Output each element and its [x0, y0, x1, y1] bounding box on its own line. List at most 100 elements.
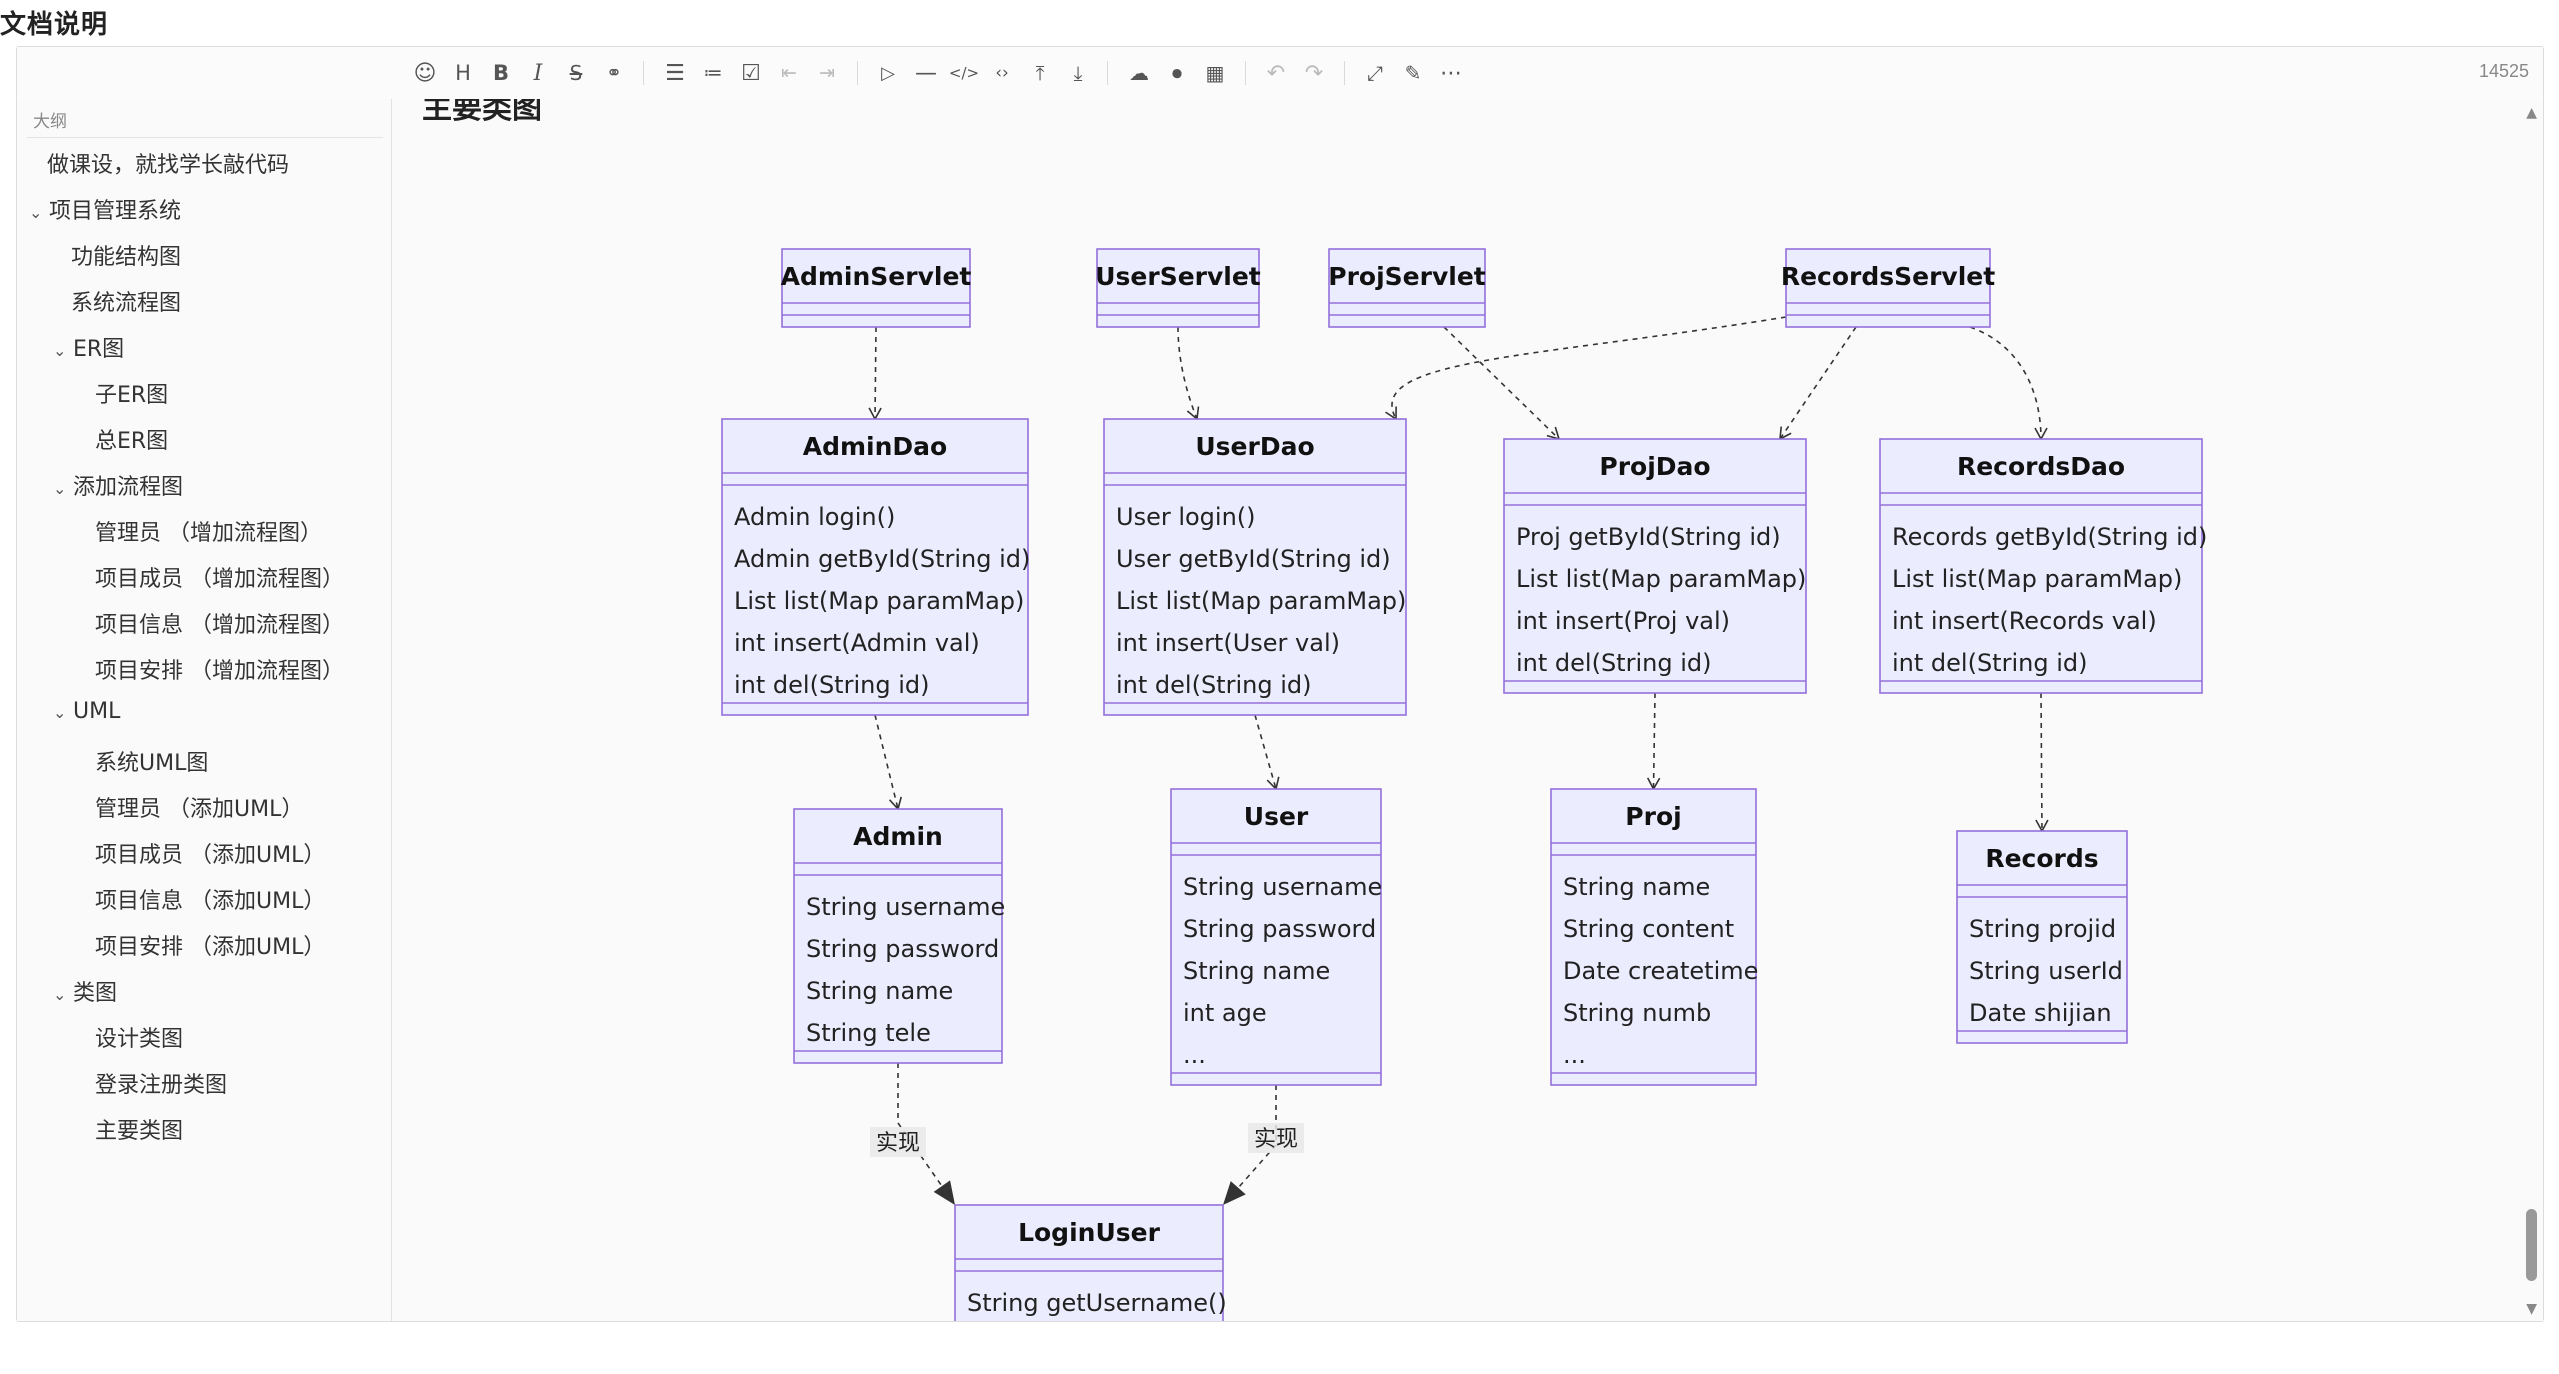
class-member: int insert(Admin val)	[734, 629, 980, 657]
code-icon[interactable]: </>	[948, 64, 980, 82]
class-member: ...	[1183, 1041, 1206, 1069]
outline-item[interactable]: 子ER图	[95, 377, 168, 409]
dependency-edge	[2035, 692, 2049, 833]
more-icon[interactable]: ⋯	[1440, 60, 1462, 86]
class-member: List list(Map paramMap)	[734, 587, 1024, 615]
class-name: AdminDao	[803, 432, 947, 461]
dependency-edge	[1779, 326, 1857, 441]
outline-panel: 大纲 做课设，就找学长敲代码⌄项目管理系统功能结构图系统流程图⌄ER图子ER图总…	[17, 99, 392, 1321]
insert-after-icon[interactable]: ⤓	[1073, 61, 1083, 85]
class-member: int age	[1183, 999, 1267, 1027]
class-member: ...	[1563, 1041, 1586, 1069]
upload-icon[interactable]: ☁	[1129, 61, 1149, 85]
class-name: RecordsDao	[1957, 452, 2125, 481]
outline-item-label: 设计类图	[95, 1027, 184, 1052]
class-member: String tele	[806, 1019, 931, 1047]
outline-item[interactable]: 系统流程图	[71, 285, 181, 317]
outline-item[interactable]: 管理员 （添加UML）	[95, 791, 303, 823]
class-box: UserServlet	[1095, 248, 1261, 328]
redo-icon[interactable]: ↷	[1304, 60, 1324, 86]
outline-item[interactable]: 做课设，就找学长敲代码	[47, 147, 289, 179]
outline-item[interactable]: ⌄添加流程图	[53, 469, 183, 501]
outline-item[interactable]: 登录注册类图	[95, 1067, 227, 1099]
bold-icon[interactable]: B	[492, 61, 509, 85]
class-box-frame	[954, 1204, 1224, 1321]
outline-item[interactable]: ⌄UML	[53, 699, 120, 724]
outline-item[interactable]: 项目信息 （添加UML）	[95, 883, 325, 915]
strike-icon[interactable]: S	[569, 61, 583, 85]
table-icon[interactable]: ▦	[1205, 61, 1225, 85]
quote-icon[interactable]: ▷	[881, 62, 895, 84]
edit-mode-icon[interactable]: ✎	[1404, 61, 1422, 85]
chevron-down-icon[interactable]: ⌄	[53, 703, 67, 722]
record-icon[interactable]: ⏺	[1172, 61, 1182, 85]
outline-item[interactable]: 项目成员 （增加流程图）	[95, 561, 344, 593]
class-member: List list(Map paramMap)	[1892, 565, 2182, 593]
outline-item[interactable]: 管理员 （增加流程图）	[95, 515, 322, 547]
chevron-down-icon[interactable]: ⌄	[53, 985, 67, 1004]
scrollbar[interactable]: ▲ ▼	[2521, 99, 2543, 1321]
outdent-icon[interactable]: ⇤	[781, 62, 797, 84]
outline-item[interactable]: ⌄项目管理系统	[29, 193, 181, 225]
class-member: Records getById(String id)	[1892, 523, 2207, 551]
outline-item[interactable]: 总ER图	[95, 423, 168, 455]
section-title: 主要类图	[422, 99, 542, 126]
class-member: String userId	[1969, 957, 2123, 985]
dependency-edge	[868, 326, 882, 421]
scroll-up-icon[interactable]: ▲	[2526, 105, 2537, 121]
undo-icon[interactable]: ↶	[1266, 60, 1286, 86]
list-icon[interactable]: ☰	[665, 60, 685, 86]
outline-item-label: ER图	[73, 337, 125, 362]
emoji-icon[interactable]: ☺	[413, 60, 437, 86]
outline-item[interactable]: 主要类图	[95, 1113, 183, 1145]
insert-before-icon[interactable]: ⤒	[1035, 61, 1045, 85]
class-box-frame	[1503, 438, 1807, 694]
check-icon[interactable]: ☑	[741, 60, 761, 86]
scroll-down-icon[interactable]: ▼	[2526, 1301, 2537, 1317]
class-name: AdminServlet	[781, 262, 972, 291]
outline-item-label: 主要类图	[95, 1119, 184, 1144]
link-icon[interactable]: ⚭	[606, 62, 622, 84]
outline-item-label: 项目安排 （添加UML）	[95, 935, 326, 960]
class-member: int del(String id)	[734, 671, 929, 699]
heading-icon[interactable]: H	[455, 61, 471, 85]
outline-item[interactable]: 设计类图	[95, 1021, 183, 1053]
inline-code-icon[interactable]: ‹›	[995, 63, 1009, 83]
ordered-list-icon[interactable]: ≔	[703, 62, 723, 84]
outline-item[interactable]: ⌄ ER图	[53, 331, 124, 363]
outline-item-label: 类图	[73, 981, 118, 1006]
chevron-down-icon[interactable]: ⌄	[53, 479, 67, 498]
outline-item[interactable]: ⌄ 类图	[53, 975, 117, 1007]
class-box-frame	[1170, 788, 1382, 1086]
outline-item-label: 系统UML图	[95, 751, 209, 776]
class-member: String getUsername()	[967, 1289, 1227, 1317]
class-member: int insert(Proj val)	[1516, 607, 1730, 635]
chevron-down-icon[interactable]: ⌄	[53, 341, 67, 360]
outline-item[interactable]: 项目成员 （添加UML）	[95, 837, 325, 869]
outline-item[interactable]: 功能结构图	[71, 239, 181, 271]
fullscreen-icon[interactable]: ⤢	[1367, 61, 1383, 85]
line-icon[interactable]: —	[915, 60, 937, 86]
outline-item[interactable]: 项目信息 （增加流程图）	[95, 607, 344, 639]
class-box-frame	[781, 248, 971, 328]
italic-icon[interactable]: I	[533, 60, 543, 86]
indent-icon[interactable]: ⇥	[819, 62, 835, 84]
class-box-frame	[721, 418, 1029, 716]
outline-item[interactable]: 项目安排 （添加UML）	[95, 929, 325, 961]
class-name: RecordsServlet	[1781, 262, 1995, 291]
outline-item[interactable]: 系统UML图	[95, 745, 208, 777]
class-name: User	[1244, 802, 1309, 831]
class-member: int del(String id)	[1516, 649, 1711, 677]
chevron-down-icon[interactable]: ⌄	[29, 203, 43, 222]
class-member: String name	[1563, 873, 1710, 901]
scroll-thumb[interactable]	[2526, 1209, 2537, 1281]
class-box-frame	[1103, 418, 1407, 716]
outline-item[interactable]: 项目安排 （增加流程图）	[95, 653, 344, 685]
